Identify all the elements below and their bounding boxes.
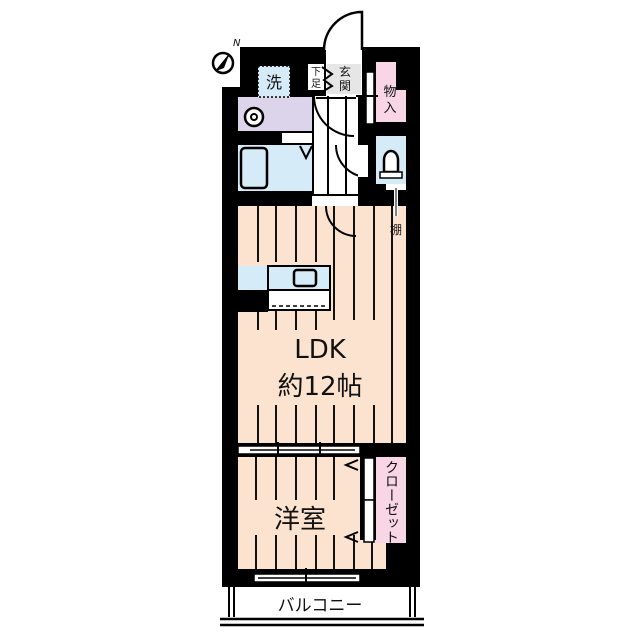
corridor — [312, 95, 369, 237]
sink-icon — [292, 268, 318, 288]
ldk-room: LDK 約12帖 — [238, 206, 406, 443]
closet-label: クローゼット — [383, 460, 399, 544]
balcony: バルコニー — [220, 587, 424, 627]
toilet-icon — [382, 149, 400, 174]
shelf-label: 棚 — [390, 222, 402, 237]
bathroom — [238, 145, 313, 191]
kitchen-counter — [238, 265, 331, 312]
closet[interactable]: クローゼット — [343, 457, 406, 544]
washroom: 洗 — [238, 65, 312, 143]
washbasin-icon — [243, 106, 265, 128]
sliding-door-ldk-bedroom[interactable] — [237, 442, 406, 460]
entrance: 玄 関 下 足 — [308, 10, 364, 96]
compass-label: N — [233, 38, 241, 49]
storage-label-2: 入 — [383, 101, 396, 116]
toilet: 棚 — [376, 136, 406, 237]
storage-label-1: 物 — [383, 85, 396, 100]
washroom-door[interactable] — [313, 95, 355, 137]
western-room: 洋室 — [238, 457, 386, 569]
entrance-label-2: 関 — [339, 79, 351, 93]
ldk-door[interactable] — [325, 205, 357, 237]
entrance-label-1: 玄 — [339, 64, 351, 79]
balcony-label: バルコニー — [278, 596, 363, 616]
washer-space — [257, 65, 291, 98]
front-door[interactable] — [322, 10, 364, 51]
ldk-label: LDK — [294, 335, 347, 365]
storage[interactable]: 物 入 — [356, 62, 406, 125]
shoe-box-label-2: 足 — [311, 78, 321, 90]
north-arrow-icon: N — [211, 38, 241, 75]
western-room-label: 洋室 — [274, 505, 326, 535]
bathtub-icon — [239, 146, 269, 190]
ldk-size-label: 約12帖 — [277, 372, 362, 402]
shoe-box-label-1: 下 — [311, 67, 321, 78]
washer-label: 洗 — [266, 73, 282, 92]
balcony-window[interactable] — [253, 568, 361, 586]
